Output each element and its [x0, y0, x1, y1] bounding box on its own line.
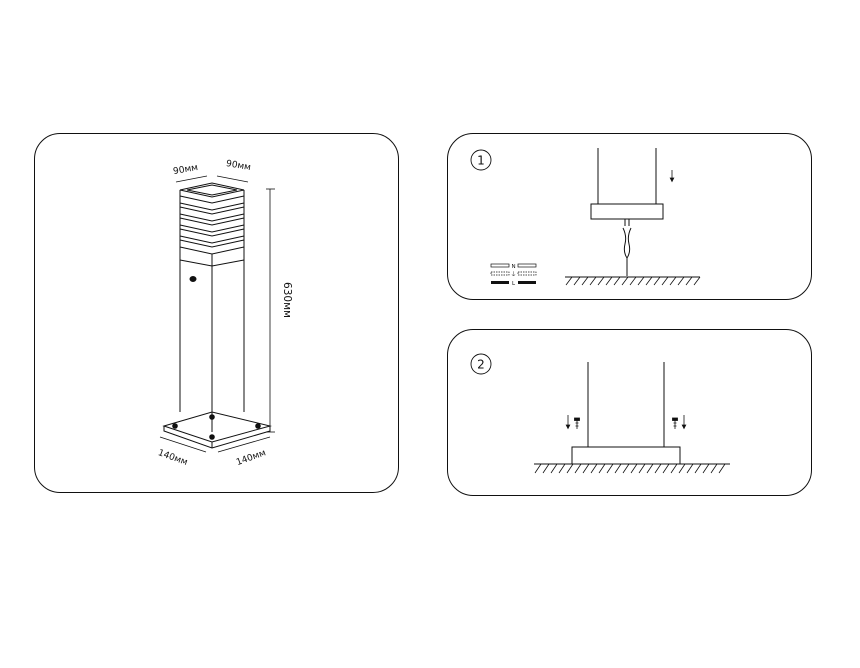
bollard-lamp-drawing: [162, 182, 272, 449]
step-2-number: 2: [477, 358, 485, 372]
head-louvres: [179, 195, 245, 255]
dim-height: 630мм: [281, 282, 293, 318]
dim-base-left: 140мм: [157, 448, 189, 468]
step-2-badge: 2: [470, 353, 492, 375]
step-2-ground-hatch: [534, 463, 726, 474]
dim-base-right: 140мм: [235, 448, 267, 468]
legend-live-label: L: [512, 281, 516, 287]
legend-earth-wire: ⏚: [490, 271, 537, 278]
dim-top-right: 90мм: [225, 159, 251, 173]
step-2-drawing: [534, 362, 730, 465]
legend-earth-label: ⏚: [511, 271, 517, 278]
screw-left-icon: [565, 415, 580, 430]
step-1-panel: [447, 133, 812, 300]
step-1-ground-hatch: [565, 276, 701, 286]
wiring-legend: N ⏚ L: [490, 263, 537, 287]
screw-right-icon: [672, 415, 687, 430]
step-1-number: 1: [477, 154, 485, 168]
product-dimensions-panel: [34, 133, 399, 493]
sensor-dot: [189, 276, 197, 282]
dimension-lines: [159, 175, 275, 453]
dim-top-left: 90мм: [172, 163, 198, 177]
legend-neutral-wire: N: [490, 263, 537, 270]
legend-neutral-label: N: [511, 264, 515, 270]
step-2-panel: [447, 329, 812, 496]
legend-live-wire: L: [491, 281, 536, 287]
step-1-badge: 1: [470, 149, 492, 171]
step-1-drawing: [565, 148, 700, 278]
